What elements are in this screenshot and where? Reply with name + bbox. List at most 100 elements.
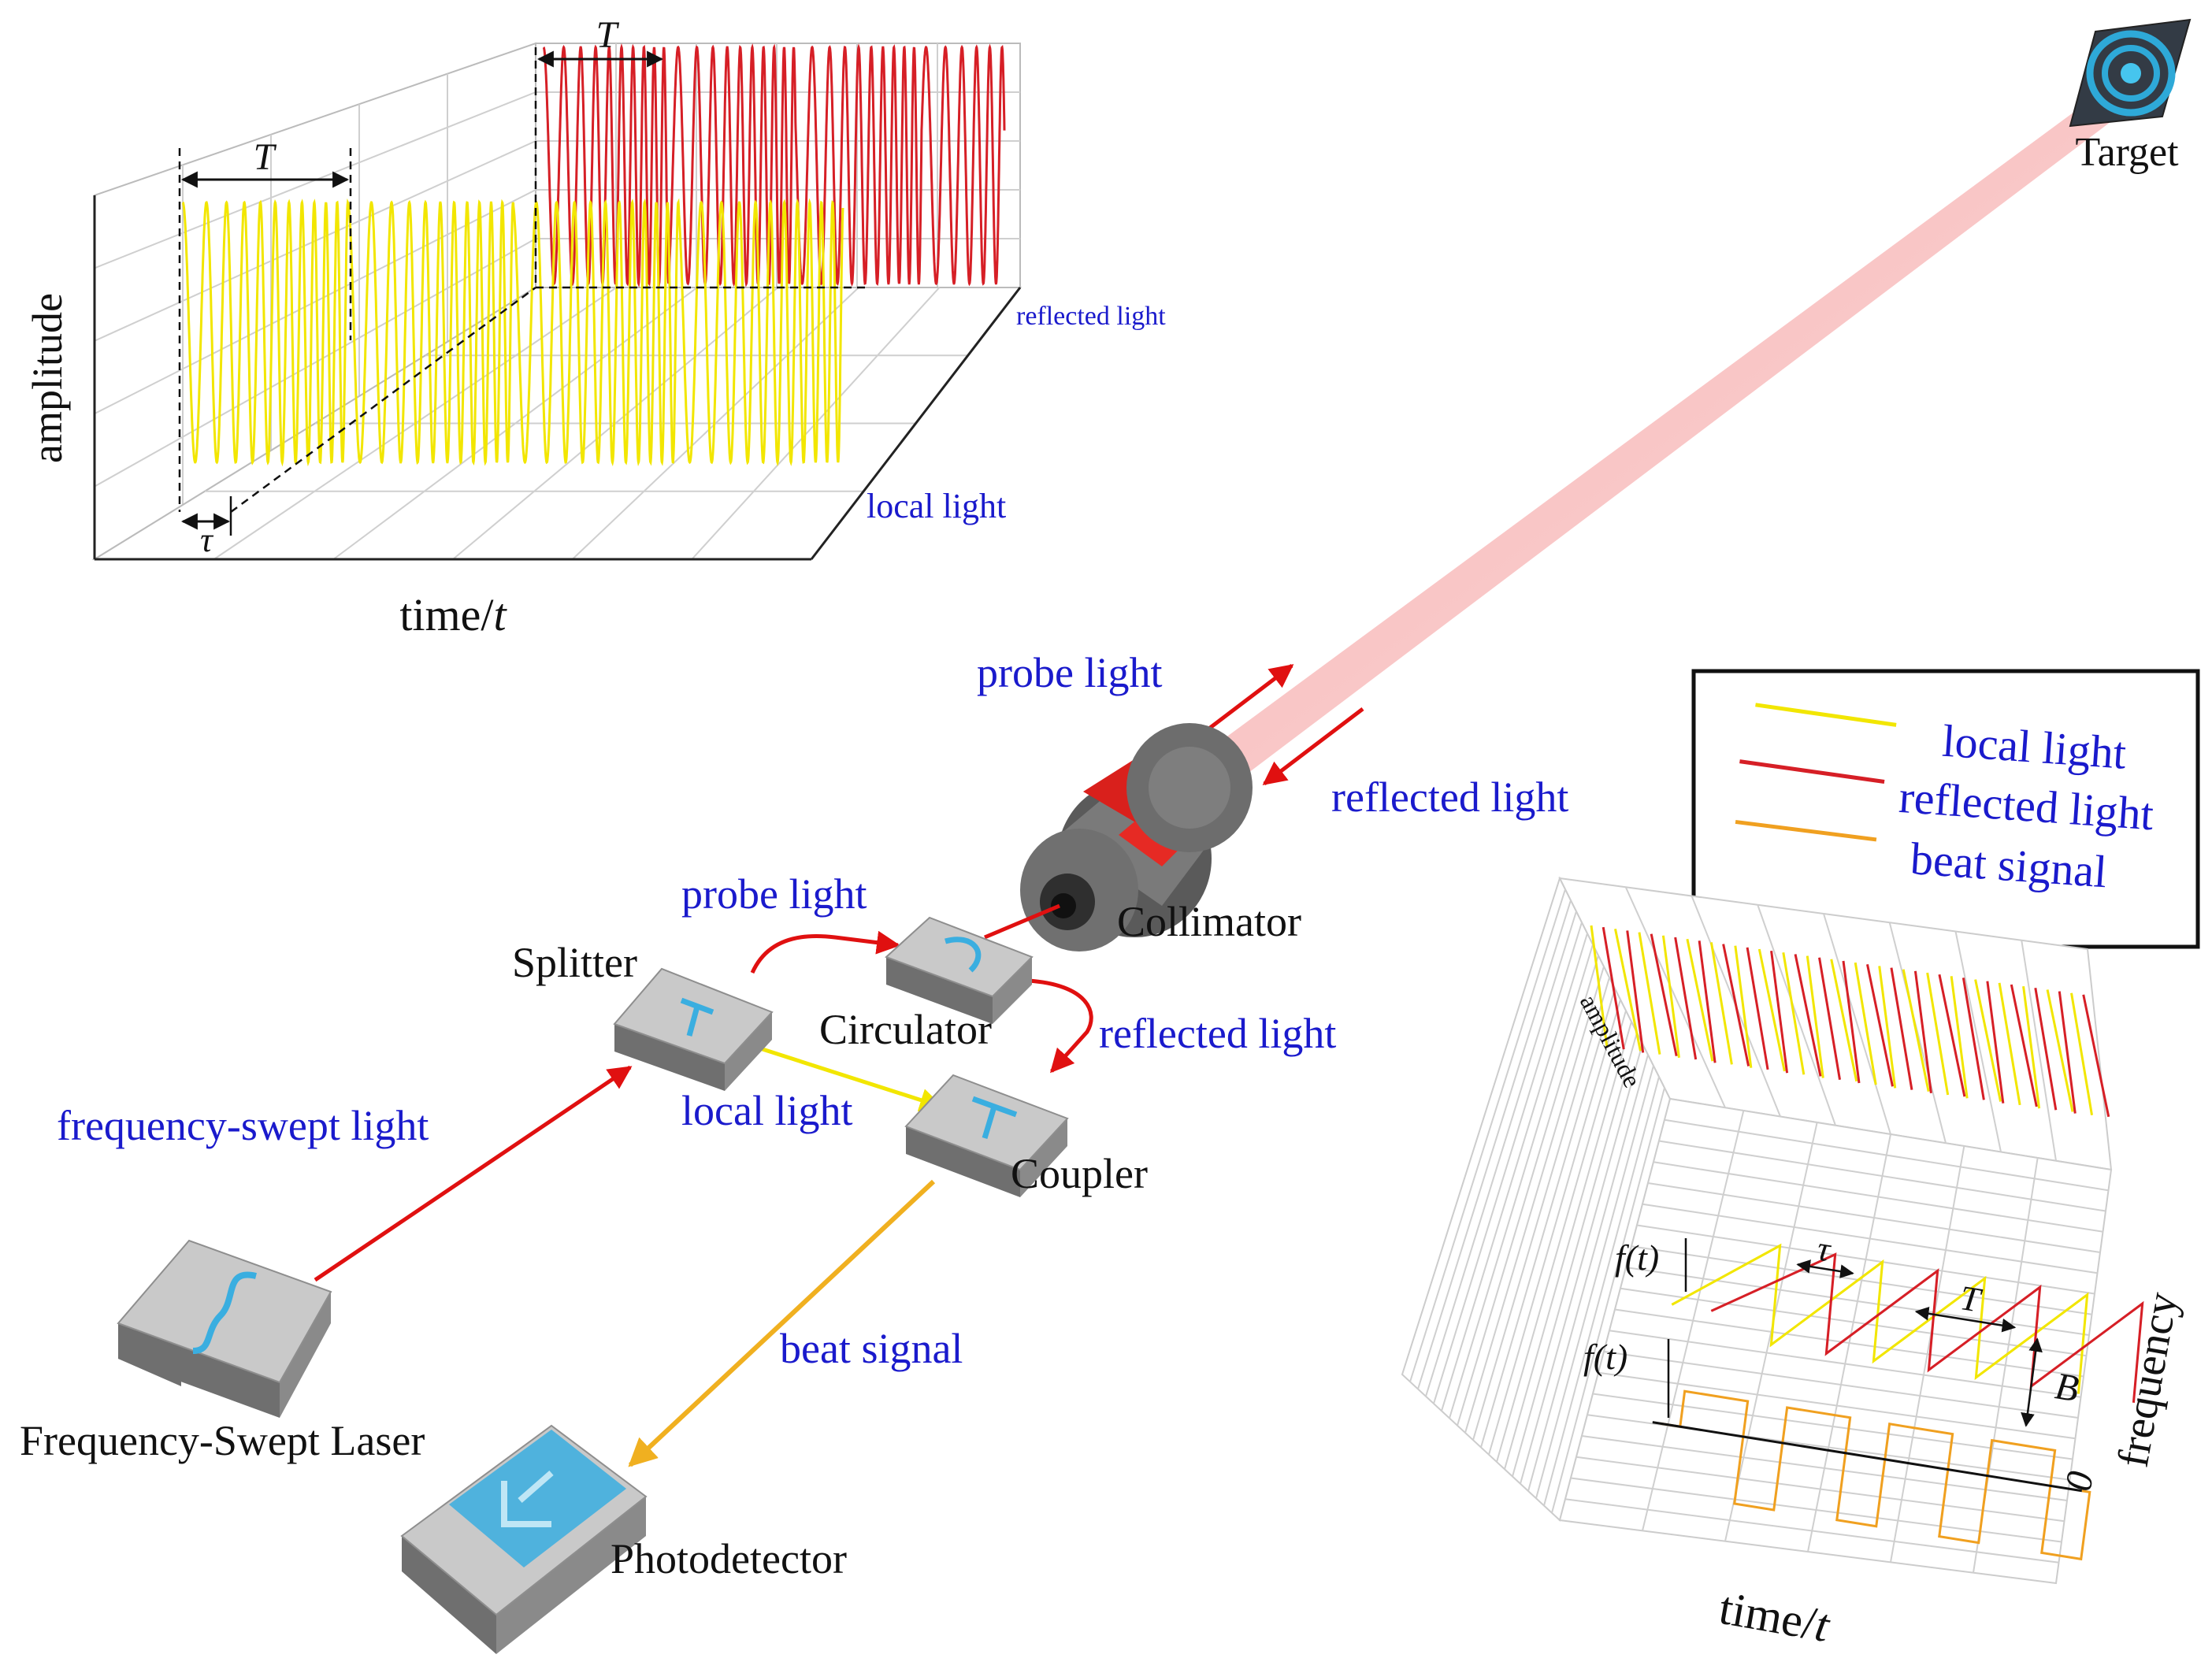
grid-line [1624,886,1726,1108]
grid-line [1464,966,1605,1434]
target-rings-outer [2086,30,2176,117]
reflected-light-label-mid: reflected light [1099,1010,1336,1057]
grid-line [1488,999,1621,1456]
splitter-device: Splitter [512,939,774,1091]
amplitude-face-line [1722,944,1750,1066]
top-plot-series-back-label: reflected light [1016,302,1166,331]
grid-line [1433,922,1583,1404]
collimator-label: Collimator [1117,898,1301,945]
grid-line [1457,955,1599,1426]
grid-line [1890,1145,1965,1563]
photodetector-label: Photodetector [611,1535,847,1582]
amplitude-face-line [1614,928,1642,1052]
period-arrow-bottom [1914,1306,2017,1333]
amplitude-face-line [1878,966,1897,1089]
bottom-plot-y-label: frequency [2109,1289,2188,1471]
legend-swatch-beat [1735,819,1877,842]
top-plot-x-label: time/t [399,589,507,640]
bandwidth-label: B [2053,1365,2081,1410]
f-label-lower: f(t) [1583,1337,1627,1377]
amplitude-face-line [1938,974,1966,1097]
circulator-icon [945,937,982,973]
delay-label: τ [200,521,214,559]
delay-arrow-bottom [1796,1259,1854,1278]
amplitude-face-line [2046,989,2074,1112]
grid-line [1823,913,1891,1135]
amplitude-face-line [2034,988,2058,1111]
local-light-label-mid: local light [681,1087,852,1134]
amplitude-face-line [1661,935,1680,1059]
amplitude-face-line [1913,970,1932,1094]
amplitude-face-line [1626,930,1645,1053]
grid-line [1757,904,1836,1126]
local-light-wave [181,198,844,467]
splitter-label: Splitter [512,939,637,986]
grid-line [1954,931,2002,1152]
coupler-device: Coupler [904,1074,1148,1197]
legend: local light reflected light beat signal [1691,669,2200,949]
photodetector-icon [501,1470,554,1527]
amplitude-face-line [1950,976,1969,1099]
amplitude-face-line [1866,963,1894,1087]
target-bullseye [2121,63,2141,83]
grid-line [1441,933,1588,1411]
amplitude-face-line [1961,977,1985,1100]
amplitude-face-line [1674,937,1698,1060]
legend-box [1691,669,2200,949]
top-plot-depth-axis [810,287,1022,560]
reflected-light-wave [542,43,1006,288]
legend-swatch-reflected [1739,759,1885,784]
amplitude-face-line [1746,947,1769,1070]
amplitude-face-line [1902,969,1930,1092]
amplitude-face-line [2022,985,2041,1109]
grid-line [94,189,536,415]
photodetector-accent [449,1430,626,1567]
amplitude-face-line [1998,982,2021,1106]
amplitude-face-line [1782,952,1806,1075]
amplitude-face-line [1842,960,1861,1084]
laser-label: Frequency-Swept Laser [20,1417,425,1464]
fiber-coupler-to-photodetector [628,1179,936,1467]
period-label-front: T [254,136,277,178]
amplitude-face-line [1590,925,1609,1048]
grid-line [1807,1133,1891,1552]
top-plot-y-label: amplitude [24,293,71,463]
target-label: Target [2075,130,2179,175]
fiber-circulator-to-coupler [1027,978,1093,1074]
photodetector-device: Photodetector [400,1424,847,1654]
amplitude-face-line [1650,933,1678,1057]
beat-zero-line [1652,1421,2082,1493]
delay-projection-guide [230,286,536,514]
probe-light-label-top: probe light [977,649,1162,696]
collimator: Collimator [1020,723,1301,951]
grid-line [1409,888,1566,1382]
fiber-splitter-to-circulator [750,930,900,974]
grid-line [1543,1076,1660,1506]
amplitude-face-line [1890,967,1913,1090]
coupler-label: Coupler [1011,1150,1148,1197]
grid-line [2021,940,2057,1161]
grid-line [1417,900,1572,1389]
amplitude-face-line [1601,926,1625,1050]
grid-line [1512,1032,1638,1477]
grid-line [1449,944,1594,1419]
grid-line [1642,1110,1745,1531]
amplitude-face-line [2082,994,2110,1118]
grid-line [1888,922,1947,1144]
amplitude-face-line [1986,981,2005,1104]
amplitude-face-line [1806,955,1824,1078]
frequency-swept-light-label: frequency-swept light [57,1102,429,1149]
amplitude-face-line [1974,979,2002,1102]
reflected-light-label-top: reflected light [1331,773,1568,821]
amplitude-face-line [1830,959,1858,1082]
amplitude-face-line [2010,984,2038,1107]
f-label-upper: f(t) [1615,1237,1659,1278]
probe-light-label-mid: probe light [681,870,867,918]
legend-swatch-local [1755,703,1897,727]
period-label-back: T [596,14,620,56]
grid-line [1724,1122,1818,1541]
amplitude-face-line [1686,938,1714,1062]
amplitude-face-line [1734,945,1753,1068]
bottom-frequency-plot: amplitude τ T B f(t) f(t) time/t frequen… [1401,876,2188,1652]
local-frequency-ramp [1671,1243,2089,1394]
